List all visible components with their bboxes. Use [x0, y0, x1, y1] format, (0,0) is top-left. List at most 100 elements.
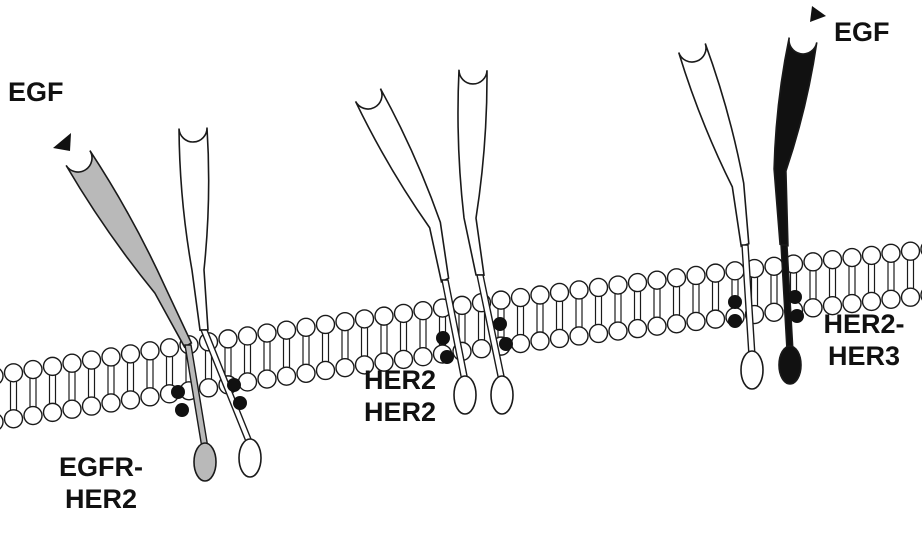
egf-label-left: EGF [8, 77, 64, 107]
egf-ligand-left [53, 133, 71, 151]
lipid-head-inner [237, 372, 258, 392]
lipid-head-outer [296, 317, 316, 338]
lipid-head-outer [705, 263, 726, 283]
lipid-head-outer [647, 270, 667, 290]
lipid-head-inner [81, 396, 102, 416]
her2-receptor-2-kinase-domain [453, 375, 477, 415]
lipid-head-outer [276, 320, 297, 340]
lipid-head-outer [822, 249, 843, 270]
lipid-head-inner [62, 399, 82, 419]
lipid-head-inner [315, 360, 336, 381]
lipid-head-outer [23, 359, 43, 380]
lipid-head-inner [764, 302, 784, 322]
phosphate-dot [233, 396, 247, 410]
lipid-head-outer [374, 306, 394, 326]
her3-receptor-extracellular-domain [773, 37, 818, 247]
lipid-head-inner [42, 402, 63, 423]
phosphate-dot [499, 337, 513, 351]
lipid-head-inner [608, 321, 628, 341]
lipid-head-outer [413, 300, 433, 321]
egfr-her2-label-line2: HER2 [64, 484, 138, 514]
phosphate-dot [493, 317, 507, 331]
lipid-head-outer [335, 311, 355, 332]
her2-receptor-3 [457, 69, 514, 415]
lipid-head-outer [686, 265, 706, 286]
her2-her2-label-line2: HER2 [363, 397, 437, 427]
lipid-head-inner [296, 363, 316, 384]
lipid-head-outer [510, 287, 531, 308]
her2-her2-label: HER2 HER2 [350, 364, 450, 428]
her2-her3-label-line1: HER2- [823, 309, 905, 339]
lipid-head-inner [198, 378, 219, 398]
lipid-head-inner [510, 333, 531, 354]
lipid-head-outer [452, 295, 472, 316]
lipid-head-inner [530, 331, 550, 351]
lipid-head-outer [257, 323, 277, 343]
lipid-head-inner [666, 314, 687, 334]
egf-ligands [53, 6, 826, 151]
lipid-head-inner [3, 409, 24, 429]
lipid-head-inner [0, 414, 4, 430]
lipid-head-outer [218, 329, 238, 349]
receptors-layer [65, 37, 818, 482]
lipid-head-inner [822, 295, 843, 316]
lipid-head-outer [803, 252, 823, 272]
her3-receptor [773, 37, 818, 385]
lipid-head-inner [549, 328, 570, 349]
lipid-head-inner [705, 309, 726, 329]
lipid-head-outer [120, 344, 141, 364]
lipid-head-outer [3, 363, 24, 383]
her2-receptor-2-extracellular-domain [354, 88, 450, 284]
her2-receptor-3-kinase-domain [490, 375, 514, 415]
egfr-her2-label-line1: EGFR- [59, 452, 143, 482]
egfr-receptor [65, 150, 217, 482]
phosphate-dot [175, 403, 189, 417]
lipid-head-outer [315, 314, 336, 335]
her2-receptor-1-kinase-domain [238, 438, 262, 478]
lipid-head-inner [140, 387, 160, 407]
lipid-head-inner [900, 287, 921, 307]
her2-receptor-1 [178, 127, 262, 478]
her2-her3-label-line2: HER3 [827, 341, 901, 371]
phosphate-groups [171, 290, 804, 417]
lipid-head-inner [861, 291, 882, 312]
egfr-her2-label: EGFR- HER2 [46, 451, 156, 515]
her2-her3-label: HER2- HER3 [814, 308, 914, 372]
lipid-head-outer [666, 268, 687, 288]
egf-label-right: EGF [834, 17, 890, 47]
lipid-head-inner [335, 357, 355, 378]
lipid-head-inner [881, 289, 901, 309]
lipid-head-inner [23, 405, 43, 426]
lipid-head-outer [900, 241, 921, 261]
lipid-head-inner [647, 316, 667, 336]
phosphate-dot [788, 290, 802, 304]
lipid-head-outer [62, 353, 82, 373]
phosphate-dot [440, 350, 454, 364]
lipid-head-outer [42, 356, 63, 377]
lipid-head-inner [627, 318, 648, 339]
her2-receptor-4 [677, 43, 764, 390]
lipid-head-outer [861, 245, 882, 266]
lipid-head-outer [393, 303, 414, 324]
lipid-head-outer [608, 275, 628, 295]
her2-receptor-4-extracellular-domain [677, 43, 750, 248]
egfr-receptor-kinase-domain [193, 442, 217, 482]
lipid-head-outer [627, 272, 648, 293]
lipid-head-outer [140, 341, 160, 361]
her2-receptor-4-kinase-domain [740, 350, 764, 390]
lipid-head-outer [842, 247, 862, 268]
lipid-head-outer [81, 350, 102, 370]
lipid-head-inner [276, 366, 297, 386]
lipid-head-inner [374, 352, 394, 372]
lipid-head-inner [569, 326, 589, 346]
lipid-head-outer [764, 256, 784, 276]
lipid-head-outer [101, 347, 121, 367]
lipid-head-outer [0, 368, 4, 384]
phosphate-dot [436, 331, 450, 345]
her2-receptor-1-extracellular-domain [178, 127, 210, 331]
her3-receptor-kinase-domain [778, 345, 802, 385]
lipid-head-outer [491, 290, 511, 310]
lipid-head-inner [257, 369, 277, 389]
